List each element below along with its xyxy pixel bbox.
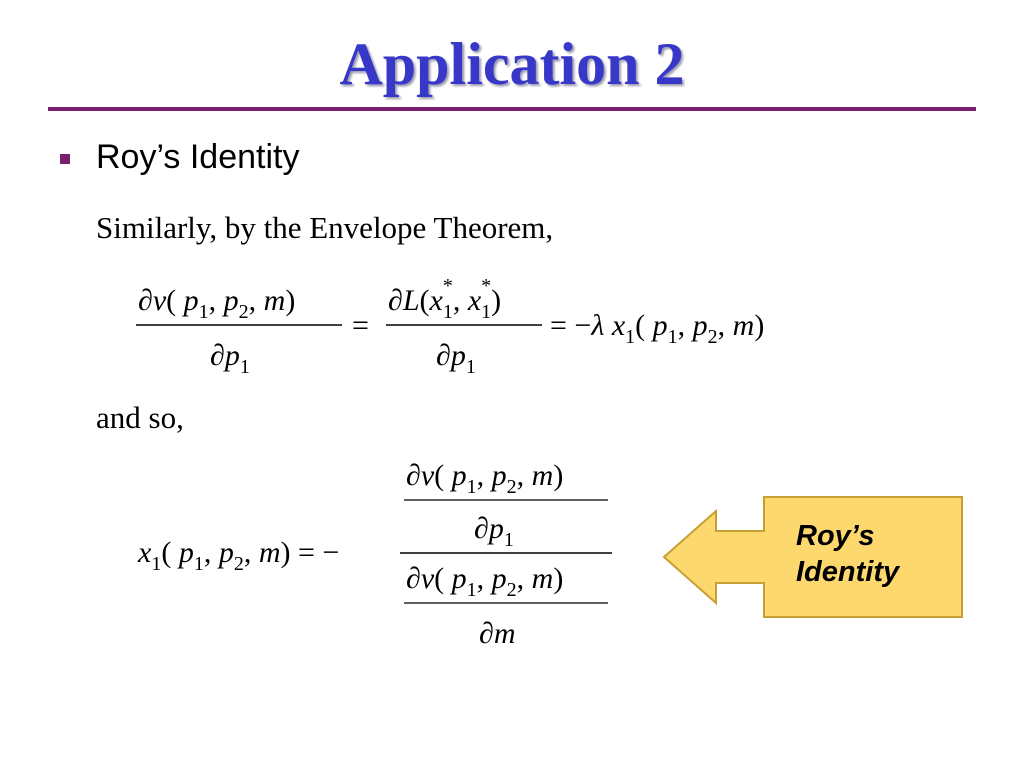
svg-text:∂v( p1, p2, m): ∂v( p1, p2, m) xyxy=(138,284,295,323)
svg-text:∂v( p1, p2, m): ∂v( p1, p2, m) xyxy=(406,562,563,601)
svg-text:=: = xyxy=(352,309,369,342)
intro-text: Similarly, by the Envelope Theorem, xyxy=(96,210,554,245)
svg-text:x1( p1, p2, m) = −: x1( p1, p2, m) = − xyxy=(137,536,339,575)
slide-title: Application 2 xyxy=(339,31,685,97)
callout-arrow-shape xyxy=(662,496,963,618)
svg-text:= −λ x1( p1, p2, m): = −λ x1( p1, p2, m) xyxy=(550,309,764,348)
svg-text:∂p1: ∂p1 xyxy=(474,512,514,551)
svg-text:∂v( p1, p2, m): ∂v( p1, p2, m) xyxy=(406,459,563,498)
title-divider xyxy=(48,107,976,111)
callout-line-1: Roy’s xyxy=(796,520,875,552)
svg-text:∂p1: ∂p1 xyxy=(210,339,250,378)
svg-text:∂p1: ∂p1 xyxy=(436,339,476,378)
callout-line-2: Identity xyxy=(796,556,900,588)
roys-identity-equation: x1( p1, p2, m) = − ∂v( p1, p2, m) ∂p1 ∂v… xyxy=(134,450,624,665)
envelope-equation: ∂v( p1, p2, m) ∂p1 = ∂L(x1*, x1*) ∂p1 = … xyxy=(130,265,870,390)
bullet-roys-identity: Roy’s Identity xyxy=(96,138,300,176)
svg-text:∂L(x1*, x1*): ∂L(x1*, x1*) xyxy=(388,275,501,323)
and-so-text: and so, xyxy=(96,400,184,435)
callout-arrow xyxy=(662,496,963,618)
svg-text:∂m: ∂m xyxy=(479,617,516,650)
callout-label: Roy’s Identity xyxy=(796,518,899,590)
bullet-square-icon xyxy=(60,154,70,164)
